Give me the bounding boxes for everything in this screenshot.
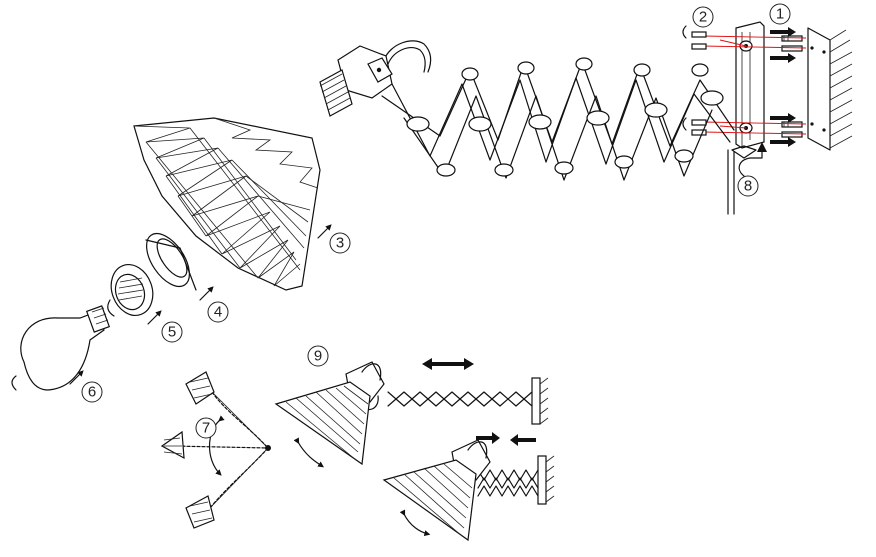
step-marker-1: 1	[769, 3, 791, 25]
step-marker-2: 2	[692, 6, 714, 28]
step-number: 5	[168, 324, 176, 341]
step-number: 9	[314, 348, 322, 365]
step-circle	[161, 321, 183, 343]
step-circle	[207, 301, 229, 323]
wall-anchor-icon	[781, 35, 803, 138]
step-marker-3: 3	[329, 232, 351, 254]
step-circle	[307, 345, 329, 367]
retract-arrows	[476, 432, 536, 446]
step-marker-9: 9	[307, 345, 329, 367]
scissor-arm-icon	[381, 57, 735, 181]
step-number: 2	[699, 9, 707, 26]
retracted-lamp	[382, 439, 555, 542]
rotation-arrow-icon	[738, 142, 767, 177]
push-arrows	[770, 27, 796, 147]
step-circle	[737, 175, 759, 197]
step-circle	[692, 6, 714, 28]
shade-ring-icon	[145, 232, 197, 291]
screw-icon	[682, 25, 707, 136]
step-number: 4	[214, 304, 222, 321]
step-circle	[195, 417, 217, 439]
step-circle	[329, 232, 351, 254]
step-number: 3	[336, 235, 344, 252]
wall-icon	[807, 27, 853, 151]
extend-arrow-icon	[422, 358, 474, 370]
socket-ring-icon	[107, 264, 154, 317]
step-number: 7	[202, 420, 210, 437]
step-marker-8: 8	[737, 175, 759, 197]
step-number: 8	[744, 178, 752, 195]
wall-plate-icon	[727, 21, 765, 215]
step-marker-4: 4	[207, 301, 229, 323]
step-circle	[81, 381, 103, 403]
step-marker-6: 6	[81, 381, 103, 403]
step-marker-5: 5	[161, 321, 183, 343]
step-circle	[769, 3, 791, 25]
rotation-diagram-7	[160, 371, 271, 529]
step-number: 6	[88, 384, 96, 401]
alignment-guides	[703, 35, 807, 135]
lampshade-icon	[133, 117, 321, 291]
lamp-socket-icon	[319, 40, 432, 117]
step-marker-7: 7	[195, 417, 217, 439]
extended-lamp	[274, 361, 549, 468]
light-bulb-icon	[11, 305, 111, 391]
step-number: 1	[776, 6, 784, 23]
